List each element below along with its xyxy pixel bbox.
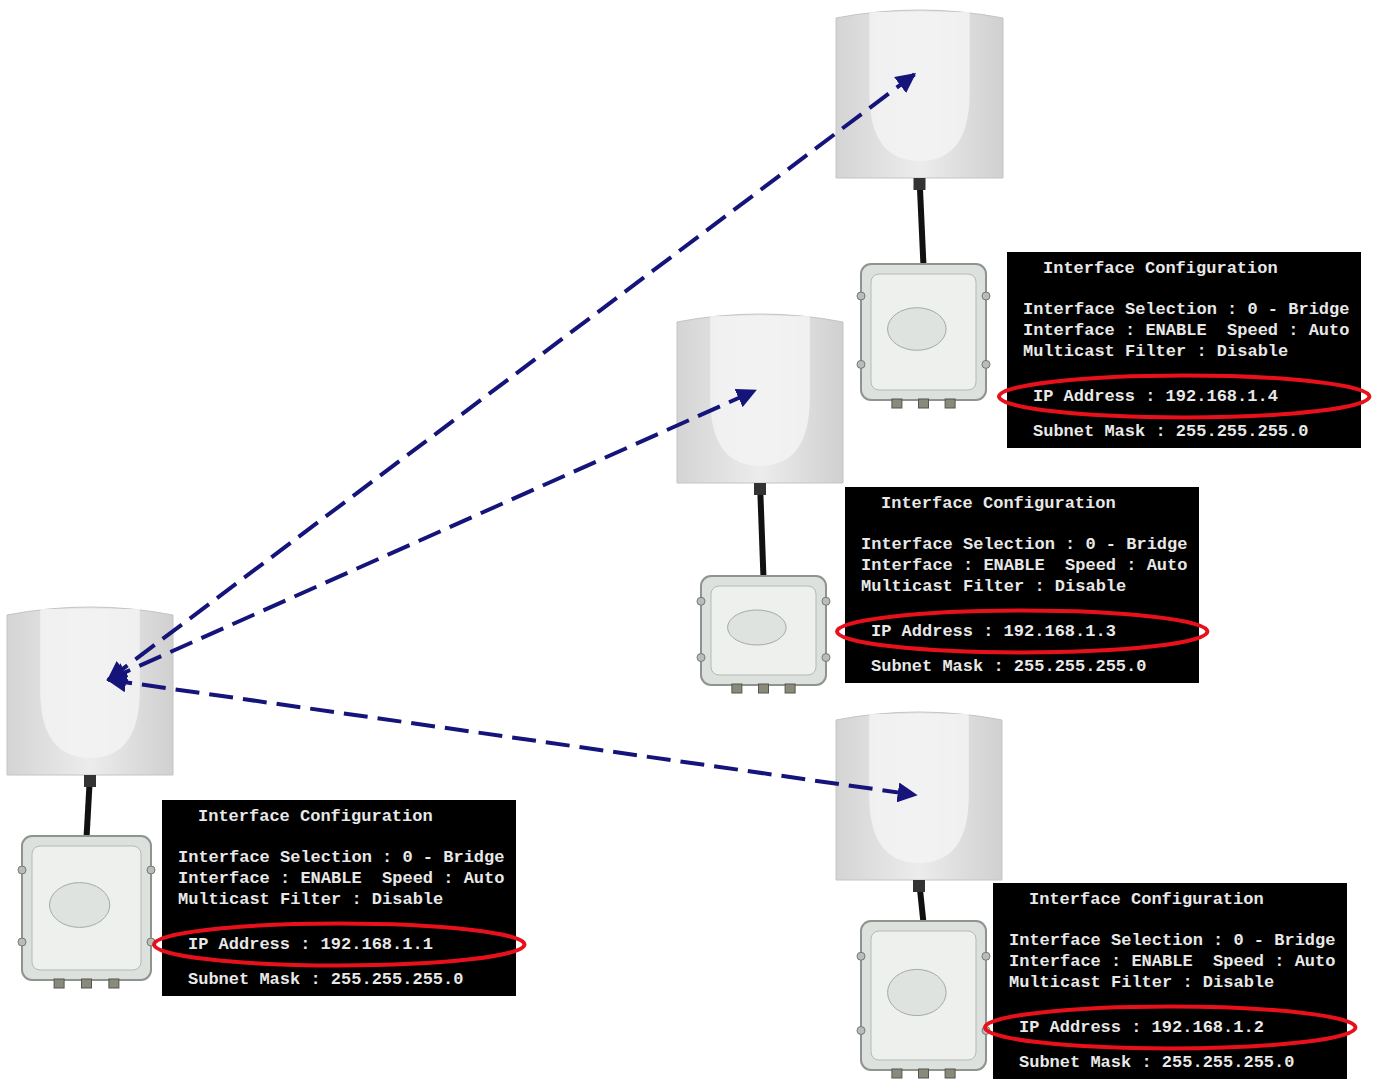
device-face (711, 586, 816, 675)
console-line: Multicast Filter : Disable (861, 576, 1187, 597)
device-badge (888, 969, 947, 1015)
radio-device (857, 258, 990, 410)
antenna-face (40, 609, 140, 758)
cable-gland (759, 684, 769, 693)
console-title: Interface Configuration (1023, 258, 1349, 279)
console-line: IP Address : 192.168.1.1 (178, 934, 504, 955)
console-line: Interface Selection : 0 - Bridge (861, 534, 1187, 555)
cable-gland (109, 979, 119, 988)
panel-antenna (7, 605, 173, 775)
mount-screw (822, 597, 830, 605)
wireless-link (108, 74, 914, 680)
console-line: Multicast Filter : Disable (1009, 972, 1335, 993)
cable-gland (919, 1069, 929, 1078)
device-housing (701, 576, 826, 685)
console-title: Interface Configuration (1009, 889, 1335, 910)
cable-gland (919, 399, 929, 408)
antenna-connector (913, 880, 925, 892)
mount-screw (982, 952, 990, 960)
console-line: Interface : ENABLE Speed : Auto (178, 868, 504, 889)
cable-gland (892, 399, 902, 408)
antenna-connector (914, 178, 926, 190)
cable-gland (892, 1069, 902, 1078)
console-line: IP Address : 192.168.1.2 (1009, 1017, 1335, 1038)
cable-gland (785, 684, 795, 693)
bridge-unit: Interface ConfigurationInterface Selecti… (836, 8, 1376, 458)
radio-device (697, 570, 830, 695)
wireless-link (108, 680, 915, 795)
mount-screw (857, 1027, 865, 1035)
cable-gland (945, 1069, 955, 1078)
device-badge (888, 308, 947, 351)
mount-screw (697, 654, 705, 662)
highlight-ellipse (999, 376, 1369, 418)
device-badge (728, 610, 787, 645)
antenna-face (869, 12, 969, 161)
bridge-unit: Interface ConfigurationInterface Selecti… (7, 605, 547, 1000)
wireless-link (108, 391, 755, 680)
device-housing (861, 921, 986, 1070)
antenna-body (836, 10, 1003, 178)
radio-device (18, 830, 155, 990)
highlight-ellipse (837, 611, 1207, 653)
cable-gland (945, 399, 955, 408)
device-badge (50, 883, 110, 928)
mount-screw (982, 360, 990, 368)
console-line: Interface : ENABLE Speed : Auto (1023, 320, 1349, 341)
highlight-ellipse (985, 1007, 1355, 1049)
mount-screw (982, 292, 990, 300)
console-title: Interface Configuration (861, 493, 1187, 514)
panel-antenna (677, 312, 843, 483)
mount-screw (18, 938, 26, 946)
mount-screw (147, 866, 155, 874)
cable-gland (54, 979, 64, 988)
console-line: Interface : ENABLE Speed : Auto (1009, 951, 1335, 972)
panel-antenna (836, 710, 1002, 880)
cable-line (920, 178, 924, 266)
device-face (871, 274, 976, 390)
mount-screw (822, 654, 830, 662)
cable-line (760, 483, 764, 578)
mount-screw (857, 360, 865, 368)
console-line: Interface Selection : 0 - Bridge (1009, 930, 1335, 951)
console-line: IP Address : 192.168.1.4 (1023, 386, 1349, 407)
highlight-ellipse (154, 924, 524, 966)
console-line: Multicast Filter : Disable (178, 889, 504, 910)
console-line: Interface Selection : 0 - Bridge (1023, 299, 1349, 320)
device-housing (861, 264, 986, 400)
antenna-connector (754, 483, 766, 495)
console-line: Subnet Mask : 255.255.255.0 (1023, 421, 1349, 442)
mount-screw (18, 866, 26, 874)
cable-gland (732, 684, 742, 693)
console-line: IP Address : 192.168.1.3 (861, 621, 1187, 642)
antenna-body (836, 712, 1002, 880)
antenna-body (677, 314, 843, 483)
console-title: Interface Configuration (178, 806, 504, 827)
antenna-face (710, 316, 810, 466)
mount-screw (697, 597, 705, 605)
device-face (32, 846, 141, 970)
console-line: Interface : ENABLE Speed : Auto (861, 555, 1187, 576)
console-line: Subnet Mask : 255.255.255.0 (1009, 1052, 1335, 1073)
mount-screw (857, 292, 865, 300)
radio-device (857, 915, 990, 1080)
device-housing (22, 836, 151, 980)
panel-antenna (836, 8, 1003, 178)
antenna-face (869, 714, 969, 863)
antenna-body (7, 607, 173, 775)
console-line: Interface Selection : 0 - Bridge (178, 847, 504, 868)
console-line: Subnet Mask : 255.255.255.0 (178, 969, 504, 990)
antenna-connector (84, 775, 96, 787)
cable-gland (82, 979, 92, 988)
bridge-unit: Interface ConfigurationInterface Selecti… (677, 312, 1217, 692)
console-line: Multicast Filter : Disable (1023, 341, 1349, 362)
console-line: Subnet Mask : 255.255.255.0 (861, 656, 1187, 677)
device-face (871, 931, 976, 1060)
mount-screw (857, 952, 865, 960)
bridge-unit: Interface ConfigurationInterface Selecti… (836, 710, 1376, 1082)
